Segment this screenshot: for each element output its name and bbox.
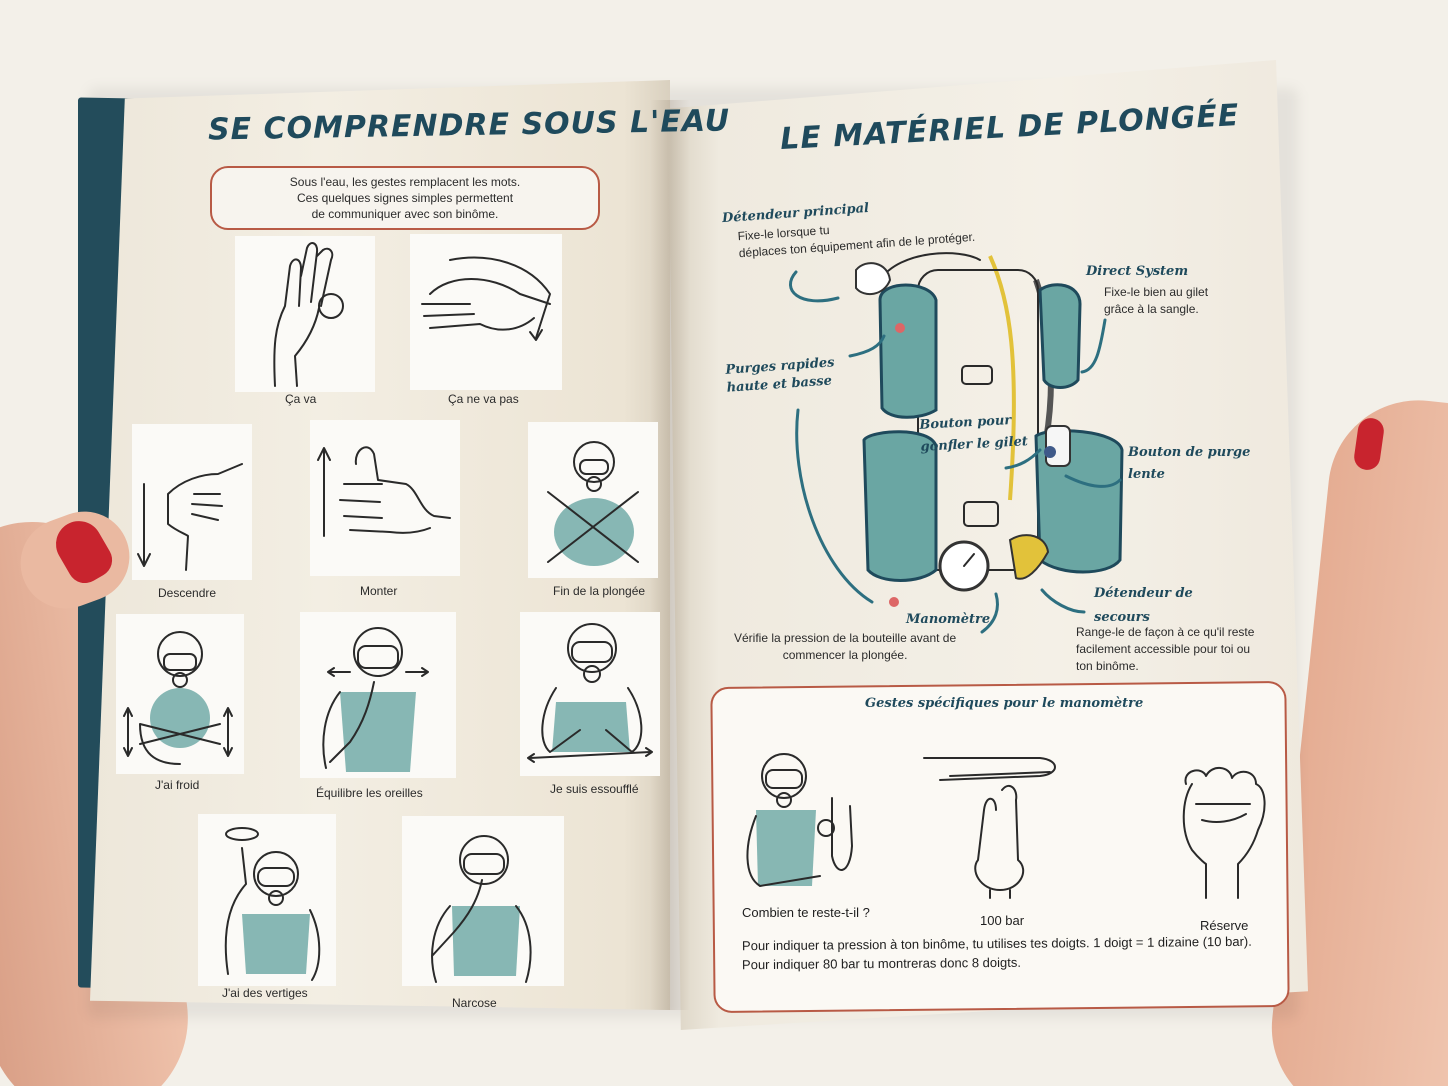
- anno-octopus-text: Range-le de façon à ce qu'il reste facil…: [1076, 624, 1254, 675]
- sign-card-equilibre-les-oreilles: [300, 612, 456, 778]
- intro-line-2: Ces quelques signes simples permettent: [296, 191, 514, 205]
- caption-jai-des-vertiges: J'ai des vertiges: [222, 986, 308, 1000]
- anno-octopus-line-1: Détendeur de: [1094, 586, 1193, 601]
- anno-inflate-title: Bouton pour gonfler le gilet: [919, 409, 1028, 459]
- gauge-explanation-line-2: Pour indiquer 80 bar tu montreras donc 8…: [741, 954, 1022, 973]
- caption-fin-de-la-plongee: Fin de la plongée: [553, 584, 646, 598]
- anno-direct-system-title: Direct System: [1086, 264, 1189, 279]
- anno-gauge-title: Manomètre: [906, 612, 991, 627]
- caption-equilibre-les-oreilles: Équilibre les oreilles: [316, 786, 423, 800]
- anno-slow-purge-line-1: Bouton de purge: [1128, 445, 1251, 460]
- intro-line-1: Sous l'eau, les gestes remplacent les mo…: [289, 175, 521, 189]
- gauge-gestures-title: Gestes spécifiques pour le manomètre: [865, 696, 1144, 711]
- sign-card-narcose: [402, 816, 564, 986]
- anno-direct-system-line-1: Fixe-le bien au gilet: [1104, 285, 1209, 299]
- anno-gauge-line-2: commencer la plongée.: [782, 648, 908, 662]
- hand-over-hand-icon: [923, 757, 1056, 899]
- thumb-down-icon: [137, 463, 243, 571]
- bcd-vest-illustration: [855, 252, 1124, 607]
- anno-direct-system-text: Fixe-le bien au gilet grâce à la sangle.: [1104, 284, 1208, 318]
- sign-card-jai-froid: [116, 614, 244, 774]
- dizzy-diver-icon: [224, 827, 321, 981]
- caption-narcose: Narcose: [452, 996, 497, 1010]
- caption-combien-te-reste: Combien te reste-t-il ?: [742, 905, 870, 920]
- fist-icon: [1182, 767, 1266, 899]
- anno-octopus-line-2: secours: [1094, 610, 1150, 625]
- crossed-arms-diver-icon: [547, 441, 639, 566]
- sign-card-descendre: [132, 424, 252, 580]
- anno-gauge-text: Vérifie la pression de la bouteille avan…: [734, 630, 956, 664]
- anno-octopus-text-3: ton binôme.: [1076, 659, 1139, 673]
- ok-hand-icon: [273, 242, 344, 387]
- sign-card-je-suis-essouffle: [520, 612, 660, 776]
- caption-ca-va: Ça va: [285, 392, 317, 406]
- caption-reserve: Réserve: [1200, 918, 1249, 933]
- diver-pointing-gauge-icon: [746, 753, 853, 887]
- thumb-up-icon: [317, 446, 451, 537]
- anno-slow-purge-title: Bouton de purge lente: [1128, 442, 1250, 486]
- sign-card-fin-de-la-plongee: [528, 422, 658, 578]
- sign-card-jai-des-vertiges: [198, 814, 336, 986]
- caption-je-suis-essouffle: Je suis essoufflé: [550, 782, 639, 796]
- cold-diver-icon: [123, 631, 233, 765]
- intro-line-3: de communiquer avec son binôme.: [311, 207, 499, 221]
- equalize-diver-icon: [322, 627, 429, 772]
- caption-monter: Monter: [360, 584, 398, 598]
- sign-card-ca-ne-va-pas: [410, 234, 562, 390]
- caption-descendre: Descendre: [158, 586, 217, 600]
- anno-octopus-text-1: Range-le de façon à ce qu'il reste: [1076, 625, 1255, 639]
- caption-ca-ne-va-pas: Ça ne va pas: [448, 392, 519, 406]
- anno-gauge-line-1: Vérifie la pression de la bouteille avan…: [734, 631, 957, 645]
- narcosis-diver-icon: [431, 835, 532, 983]
- anno-direct-system-line-2: grâce à la sangle.: [1104, 302, 1199, 316]
- sign-card-ca-va: [235, 236, 375, 392]
- sign-card-monter: [310, 420, 460, 576]
- anno-octopus-text-2: facilement accessible pour toi ou: [1076, 642, 1251, 656]
- anno-purges-title: Purges rapides haute et basse: [725, 354, 837, 398]
- caption-jai-froid: J'ai froid: [155, 778, 200, 792]
- anno-slow-purge-line-2: lente: [1128, 467, 1165, 482]
- caption-100-bar: 100 bar: [980, 913, 1025, 928]
- breathless-diver-icon: [527, 623, 653, 763]
- intro-box: Sous l'eau, les gestes remplacent les mo…: [210, 166, 600, 230]
- anno-octopus-title: Détendeur de secours: [1094, 582, 1193, 630]
- wavering-hand-icon: [421, 256, 551, 341]
